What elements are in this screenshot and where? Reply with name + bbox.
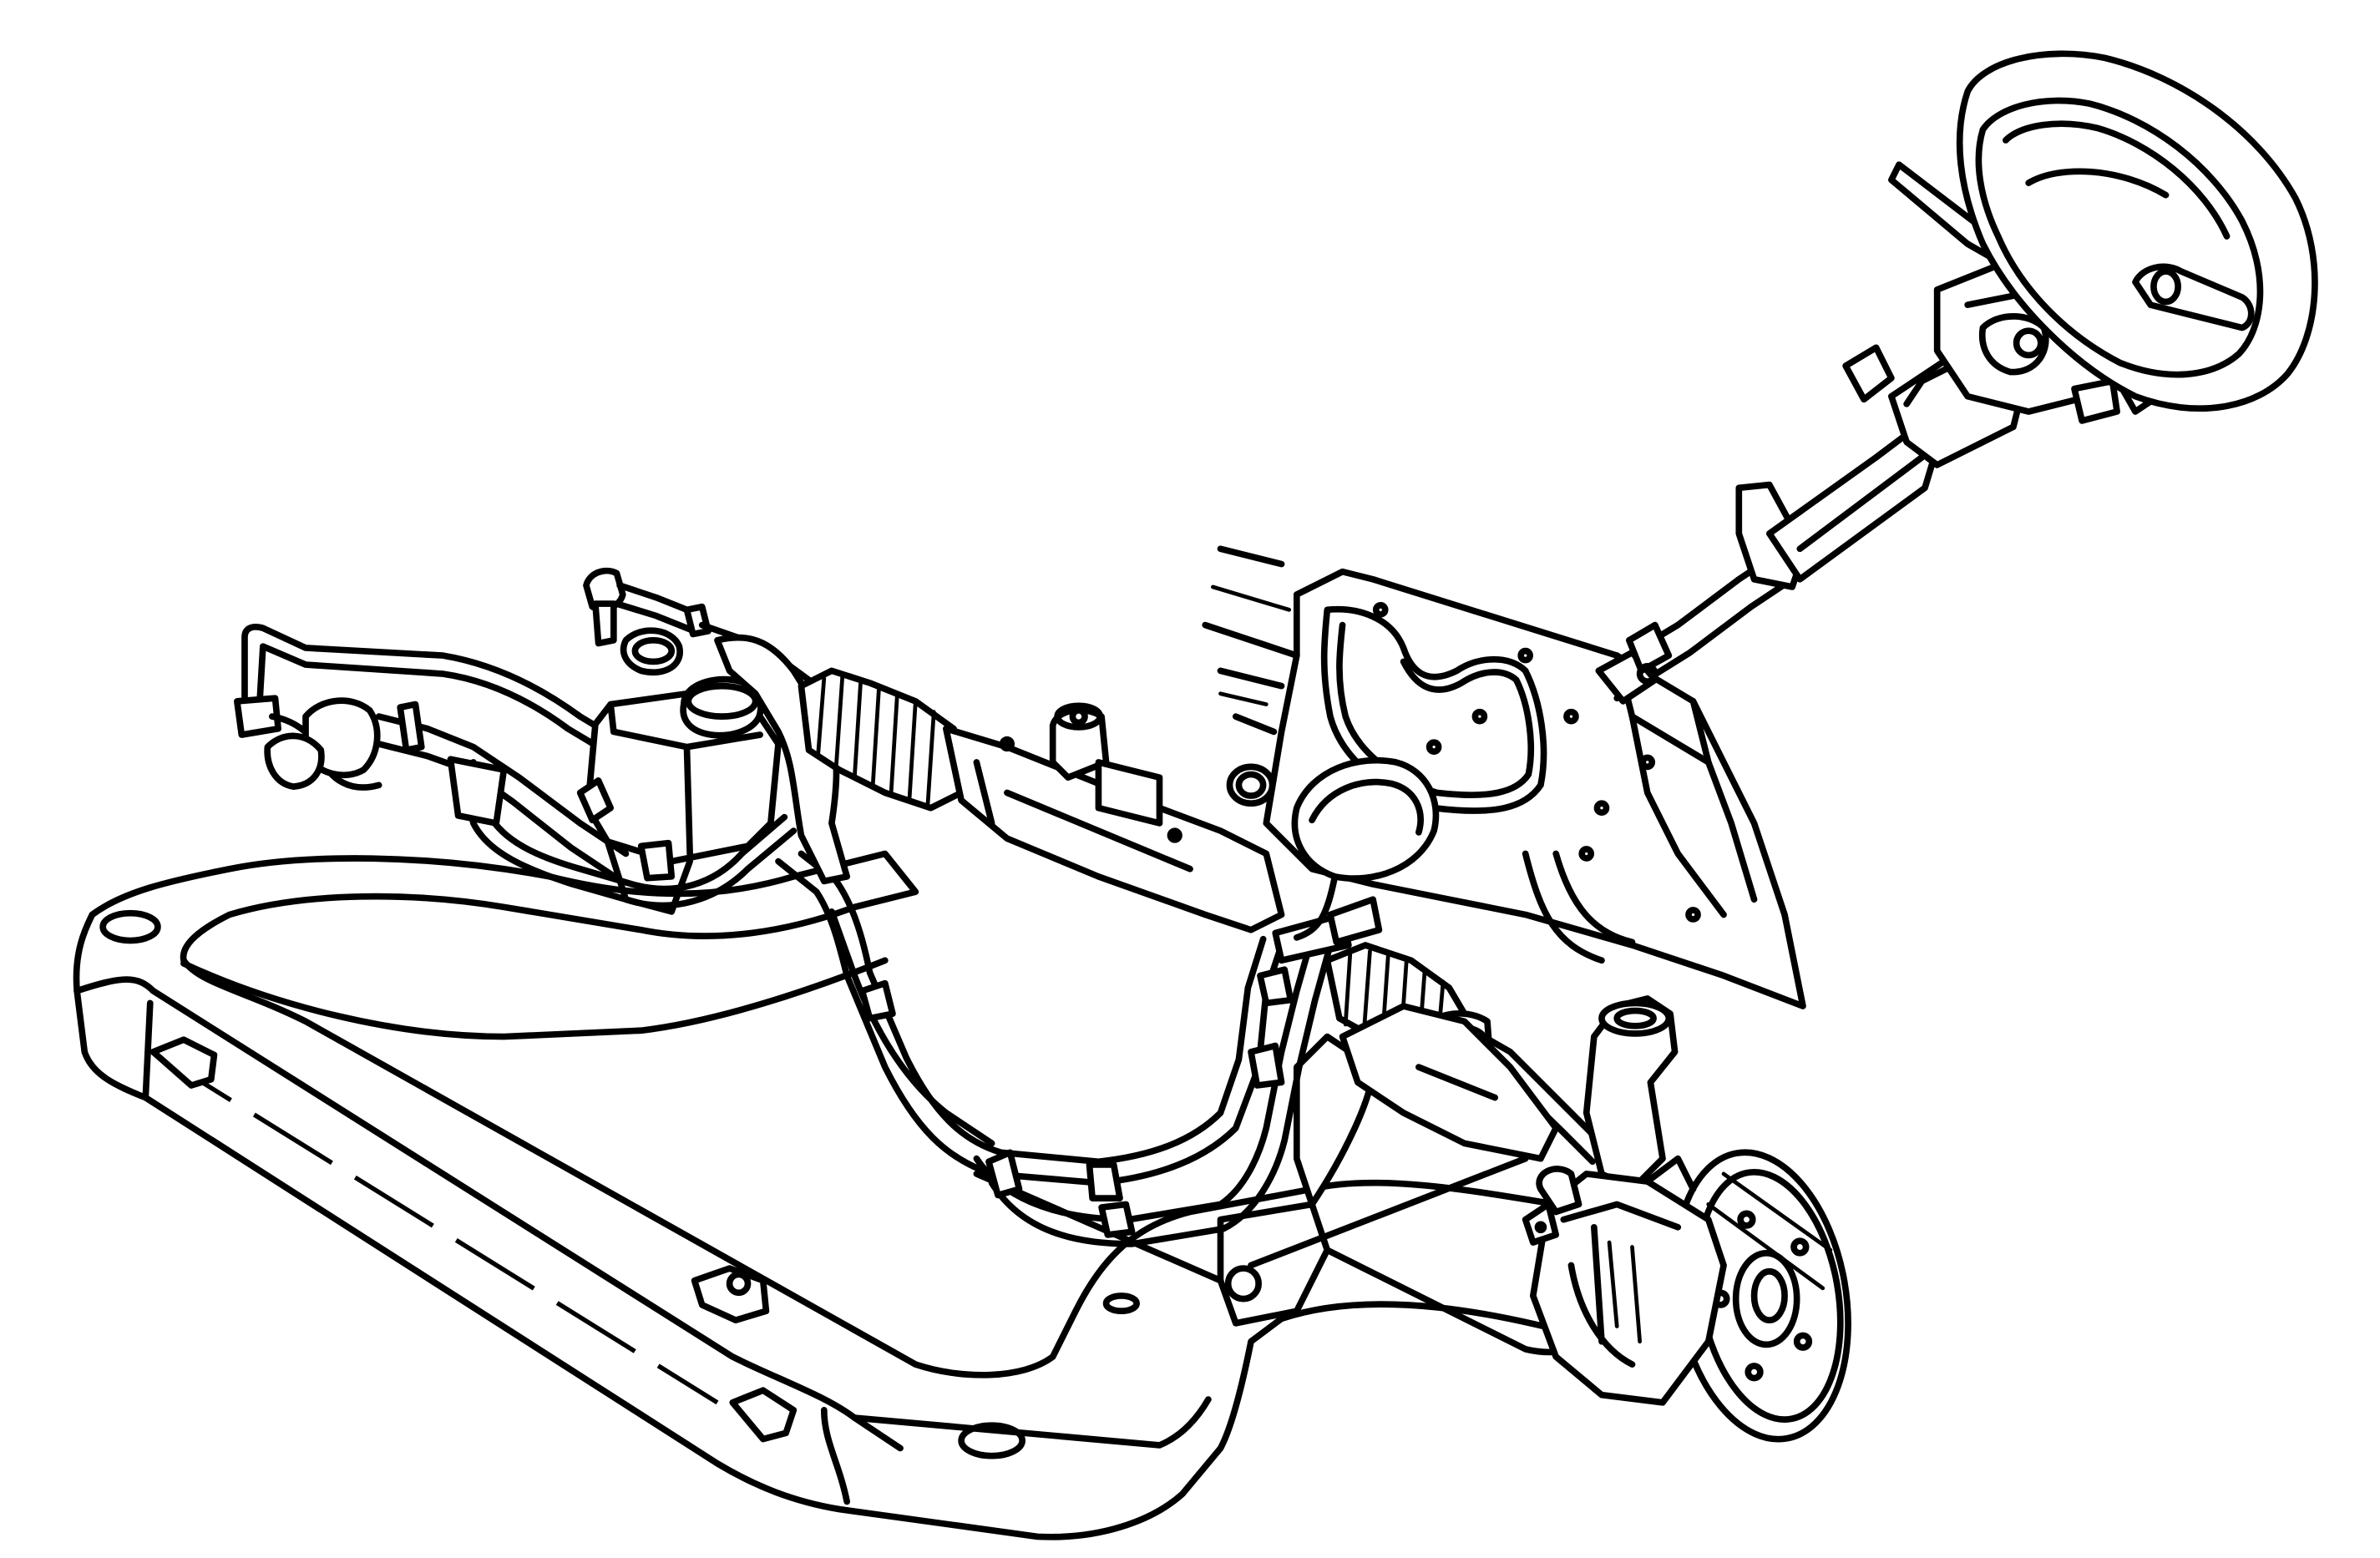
- steering-wheel-icon: [1956, 50, 2318, 412]
- bulkhead-panel-icon: [1202, 545, 1806, 1009]
- tie-rod-end-icon: [583, 567, 711, 675]
- brake-caliper-icon: [1339, 995, 1727, 1406]
- front-subframe-icon: [73, 850, 1651, 1540]
- hydraulic-lines-icon: [234, 624, 1383, 1247]
- intermediate-shaft-icon: [1595, 545, 1800, 705]
- power-steering-reservoir-icon: [576, 675, 782, 915]
